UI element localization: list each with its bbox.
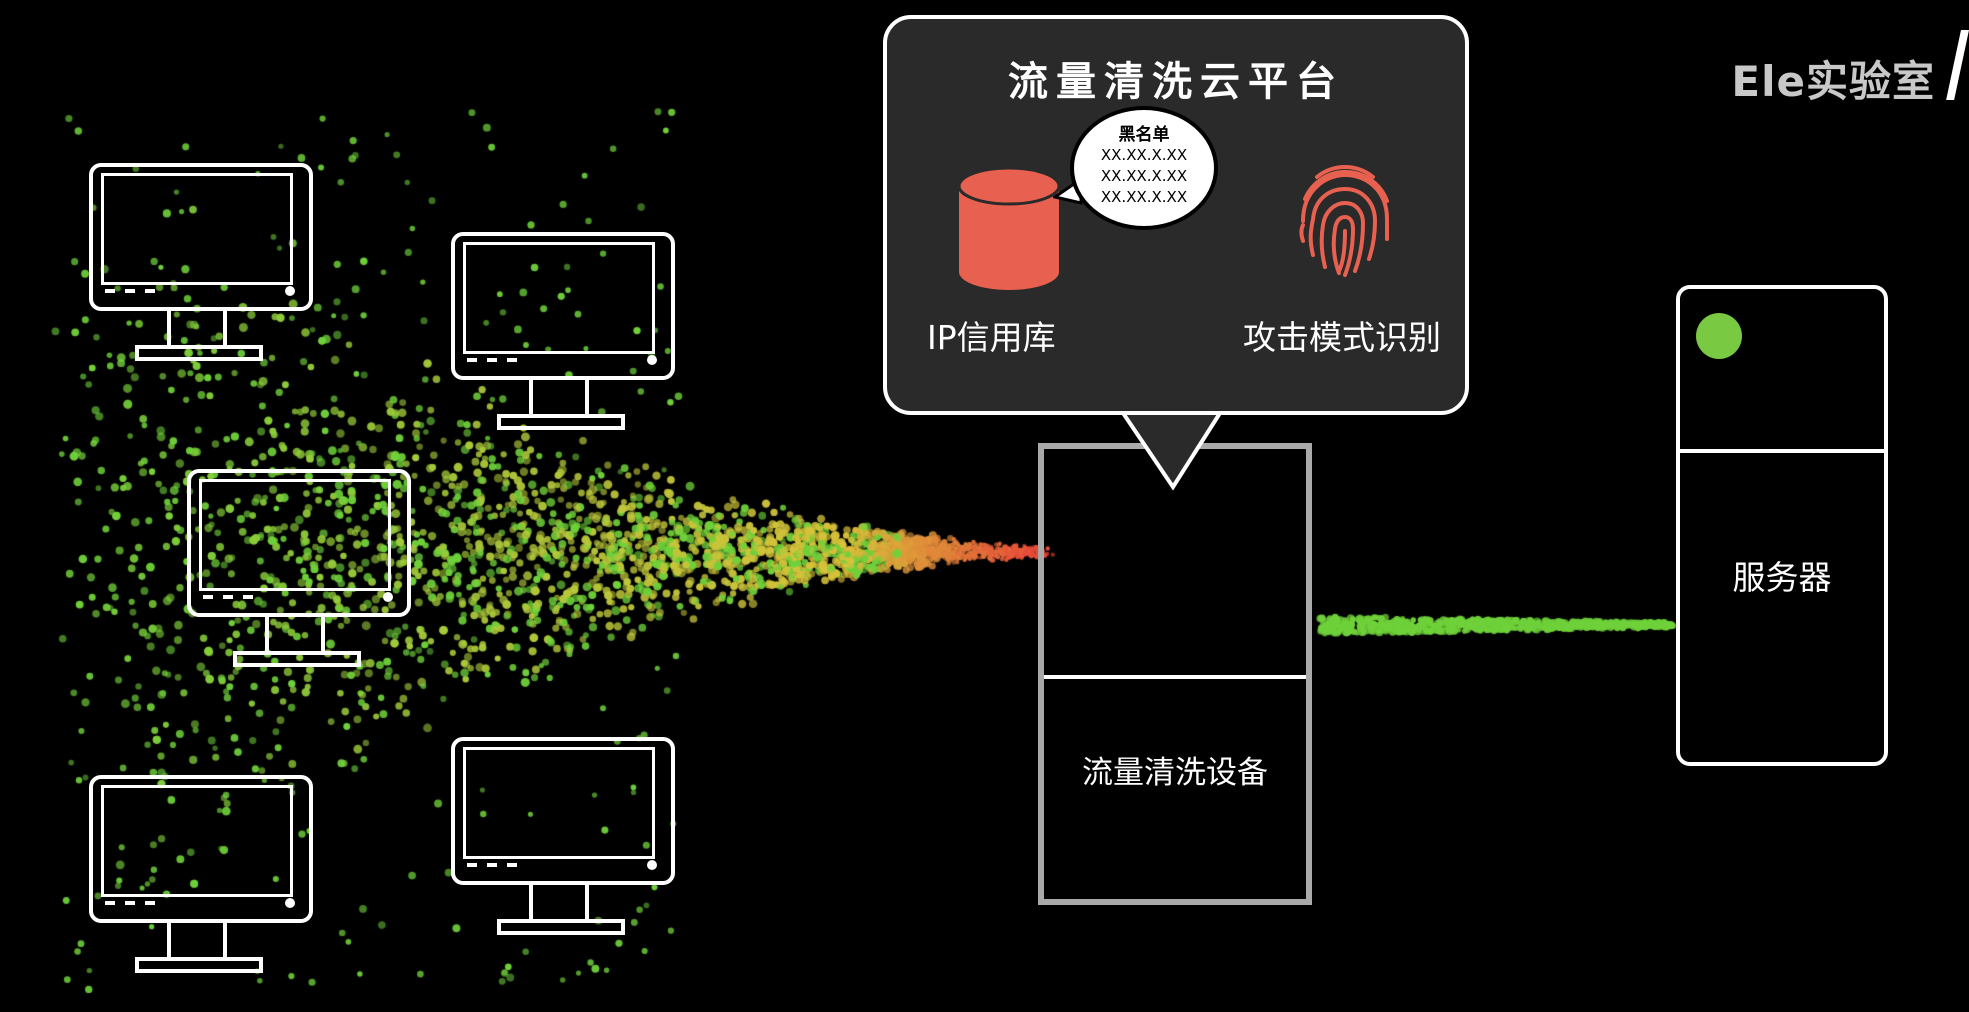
monitor-screen	[89, 775, 313, 923]
monitor-dashes	[203, 595, 263, 599]
monitor-display	[199, 479, 391, 591]
watermark: Ele实验室	[1731, 57, 1935, 106]
monitor-power-icon	[647, 355, 657, 365]
monitor-icon	[89, 775, 313, 977]
monitor-power-icon	[285, 286, 295, 296]
server-led-icon	[1696, 313, 1742, 359]
monitor-power-icon	[647, 860, 657, 870]
monitor-screen	[89, 163, 313, 311]
monitor-neck	[529, 885, 589, 919]
monitor-dashes	[105, 901, 165, 905]
monitor-icon	[187, 469, 411, 671]
platform-title: 流量清洗云平台	[1008, 59, 1344, 105]
attack-pattern-label: 攻击模式识别	[1243, 318, 1441, 357]
monitor-base	[497, 414, 625, 430]
ip-credit-db-label: IP信用库	[927, 318, 1056, 357]
monitor-dashes	[105, 289, 165, 293]
monitor-screen	[451, 737, 675, 885]
server-label: 服务器	[1732, 558, 1832, 597]
monitor-neck	[167, 923, 227, 957]
server: 服务器	[1676, 285, 1888, 766]
fingerprint-icon	[1299, 165, 1389, 277]
monitor-dashes	[467, 863, 527, 867]
server-divider	[1680, 449, 1884, 453]
monitor-power-icon	[285, 898, 295, 908]
monitor-base	[233, 651, 361, 667]
monitor-icon	[451, 737, 675, 939]
monitor-base	[135, 957, 263, 973]
monitor-screen	[187, 469, 411, 617]
speech-bubble-icon: 黑名单 XX.XX.X.XX XX.XX.X.XX XX.XX.X.XX	[1070, 106, 1218, 230]
monitor-display	[463, 242, 655, 354]
monitor-screen	[451, 232, 675, 380]
device-divider	[1044, 675, 1306, 679]
monitor-icon	[89, 163, 313, 365]
monitor-display	[463, 747, 655, 859]
monitor-icon	[451, 232, 675, 434]
blacklist-entry: XX.XX.X.XX	[1100, 146, 1188, 164]
monitor-base	[497, 919, 625, 935]
database-icon	[957, 166, 1061, 290]
blacklist-entry: XX.XX.X.XX	[1100, 167, 1188, 185]
monitor-neck	[167, 311, 227, 345]
monitor-neck	[265, 617, 325, 651]
cleaning-cloud-platform: 流量清洗云平台 黑名单 XX.XX.X.XX XX.XX.X.XX XX.XX.…	[883, 15, 1469, 415]
blacklist-entry: XX.XX.X.XX	[1100, 188, 1188, 206]
monitor-display	[101, 785, 293, 897]
blacklist-title: 黑名单	[1118, 125, 1170, 145]
monitor-dashes	[467, 358, 527, 362]
monitor-power-icon	[383, 592, 393, 602]
monitor-neck	[529, 380, 589, 414]
monitor-base	[135, 345, 263, 361]
device-label: 流量清洗设备	[1082, 755, 1268, 791]
monitor-display	[101, 173, 293, 285]
